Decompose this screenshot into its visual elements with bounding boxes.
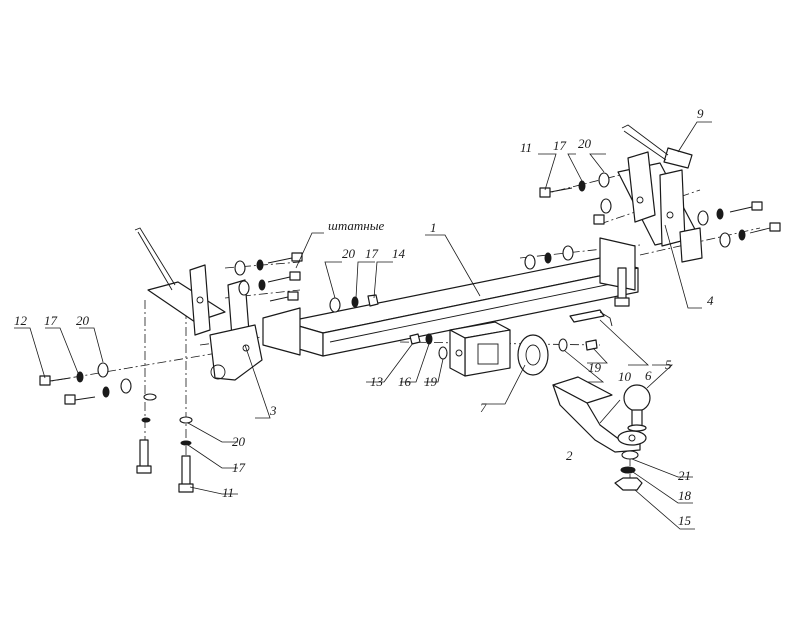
right-vertical-bolt [614,267,630,307]
label-part-11-top: 11 [520,140,532,155]
label-part-17-left: 17 [44,313,58,328]
right-plate [621,124,693,169]
label-part-20-middle: 20 [342,246,356,261]
label-part-10: 10 [618,369,632,384]
label-part-7: 7 [480,400,487,415]
label-part-17-middle: 17 [365,246,379,261]
right-bracket [617,151,703,263]
leader-lines [14,121,712,530]
label-part-17-bottom: 17 [232,460,246,475]
label-part-5: 5 [665,357,672,372]
label-part-11-bottom: 11 [222,485,234,500]
label-part-6: 6 [645,368,652,383]
label-part-3: 3 [269,403,277,418]
tow-ball [623,384,651,432]
left-bracket [147,264,263,381]
left-hook-rod [134,227,176,286]
label-part-15: 15 [678,513,692,528]
label-part-20-left: 20 [76,313,90,328]
label-part-12: 12 [14,313,28,328]
label-part-19-right: 19 [588,360,602,375]
label-part-21: 21 [678,468,691,483]
label-part-20-bottom: 20 [232,434,246,449]
callout-labels: 1 2 3 4 5 6 7 9 10 11 11 12 13 14 15 16 … [14,106,714,528]
left-bolts [39,362,157,423]
label-part-14: 14 [392,246,406,261]
right-side-bolts [697,201,781,248]
label-stock-fasteners: штатные [328,218,385,233]
label-part-20-top: 20 [578,136,592,151]
ball-mount [552,376,647,453]
hitch-receiver [449,321,511,377]
left-hook-rod-2 [137,231,173,291]
stock-bolts [234,252,303,302]
hitch-pin [569,309,613,327]
center-fasteners [409,333,598,360]
label-part-9: 9 [697,106,704,121]
right-top-bolts [539,172,612,225]
label-part-17-top: 17 [553,138,567,153]
label-part-1: 1 [430,220,437,235]
socket-plate [517,334,549,376]
ball-nut-stack [614,450,643,491]
label-part-2: 2 [566,448,573,463]
label-part-16: 16 [398,374,412,389]
label-part-4: 4 [707,293,714,308]
cross-beam [262,237,639,357]
label-part-19-center: 19 [424,374,438,389]
label-part-18: 18 [678,488,692,503]
left-vertical-bolts [136,416,194,493]
beam-fasteners [329,245,574,313]
label-part-13: 13 [370,374,384,389]
